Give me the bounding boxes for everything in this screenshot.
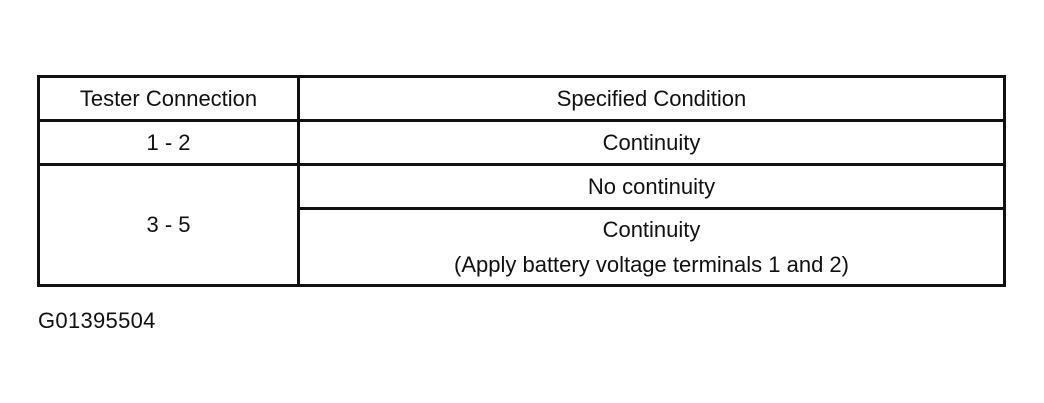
table-header-row: Tester Connection Specified Condition <box>37 75 1006 122</box>
condition-cell: Continuity (Apply battery voltage termin… <box>297 207 1006 287</box>
condition-cell: No continuity <box>297 163 1006 210</box>
figure-id-label: G01395504 <box>38 308 156 333</box>
condition-note: (Apply battery voltage terminals 1 and 2… <box>454 252 849 277</box>
table-row: 3 - 5 No continuity <box>37 163 1006 287</box>
connection-cell: 1 - 2 <box>37 119 300 166</box>
header-specified-condition: Specified Condition <box>297 75 1006 122</box>
condition-cell: Continuity <box>297 119 1006 166</box>
table-row: 1 - 2 Continuity <box>37 119 1006 166</box>
condition-text: Continuity <box>602 216 701 242</box>
header-tester-connection: Tester Connection <box>37 75 300 122</box>
table-row: Continuity (Apply battery voltage termin… <box>39 207 1006 287</box>
tester-connection-table: Tester Connection Specified Condition 1 … <box>37 75 1006 287</box>
connection-cell: 3 - 5 <box>37 163 300 287</box>
